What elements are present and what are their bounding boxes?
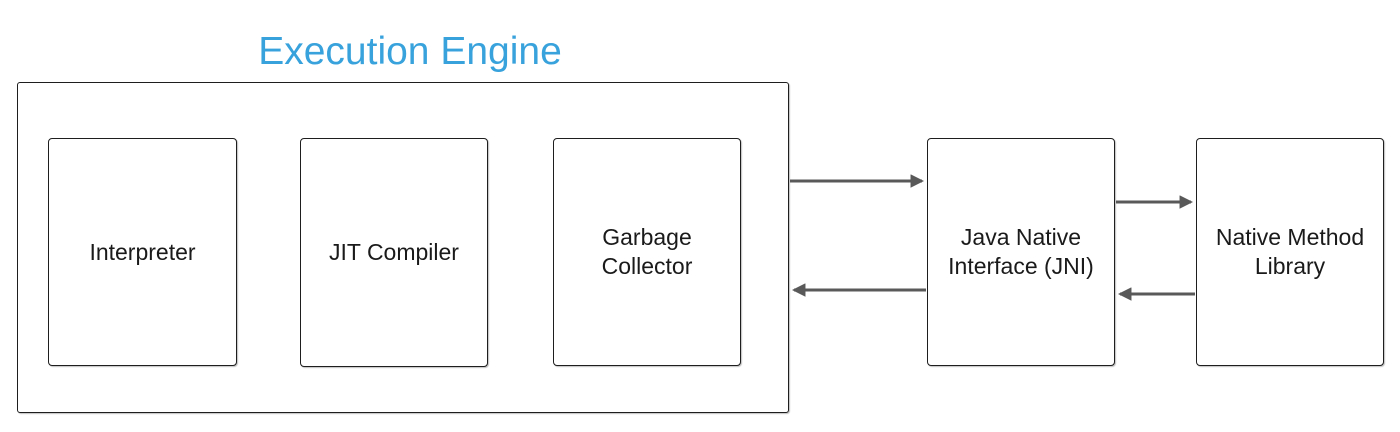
node-garbage-collector: Garbage Collector [553,138,741,366]
node-jit-compiler-label: JIT Compiler [329,239,459,266]
execution-engine-title: Execution Engine [258,30,562,73]
node-java-native-interface-label: Java Native Interface (JNI) [948,224,1094,279]
node-java-native-interface: Java Native Interface (JNI) [927,138,1115,366]
node-interpreter-label: Interpreter [89,238,196,265]
node-native-method-library-label: Native Method Library [1215,224,1365,279]
node-jit-compiler: JIT Compiler [300,138,488,367]
node-garbage-collector-label: Garbage Collector [601,224,693,279]
node-native-method-library: Native Method Library [1196,138,1384,366]
node-interpreter: Interpreter [48,138,237,366]
